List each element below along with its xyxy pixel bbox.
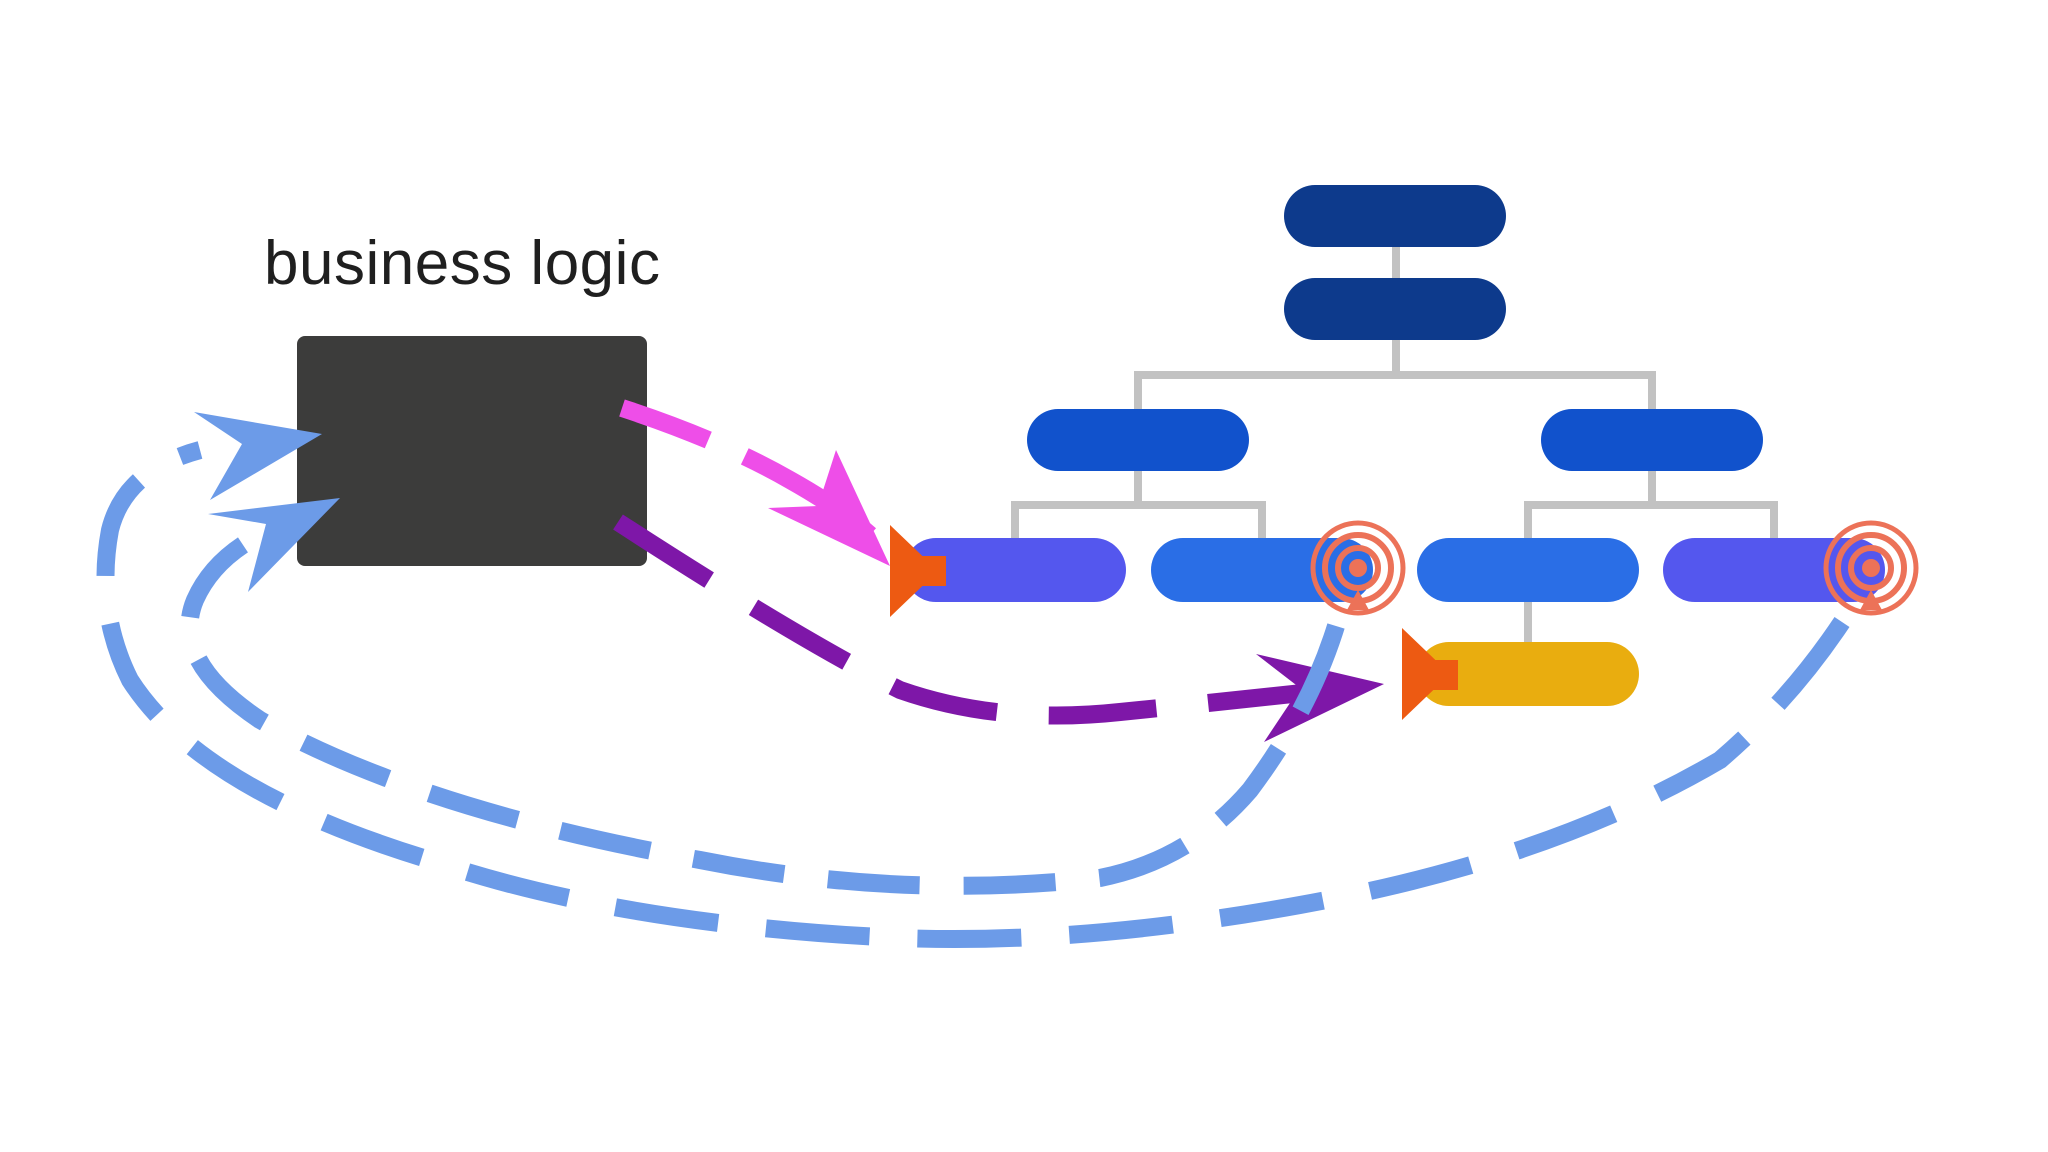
flow-blue-outer xyxy=(96,412,1850,949)
broadcast-antenna-icon xyxy=(1310,520,1406,616)
node-mid-left xyxy=(1027,409,1249,471)
speaker-icon xyxy=(1402,628,1458,720)
business-logic-label: business logic xyxy=(264,229,661,298)
node-leaf-3 xyxy=(1417,538,1639,602)
broadcast-antenna-icon xyxy=(1823,520,1919,616)
speaker-icon xyxy=(890,525,946,617)
flow-pink-arrowhead xyxy=(768,450,890,566)
business-logic-box xyxy=(297,336,647,566)
flow-blue-outer-arrowhead xyxy=(194,412,322,500)
node-root-second xyxy=(1284,278,1506,340)
flow-blue-inner xyxy=(180,498,1345,895)
node-root xyxy=(1284,185,1506,247)
node-mid-right xyxy=(1541,409,1763,471)
flow-pink xyxy=(619,399,890,566)
yellow-child-node xyxy=(1417,642,1639,706)
node-leaf-1 xyxy=(904,538,1126,602)
flow-purple-arrowhead xyxy=(1256,654,1384,742)
tree-nodes xyxy=(904,185,1885,706)
flow-purple xyxy=(613,514,1384,742)
flow-blue-inner-arrowhead xyxy=(208,498,340,592)
tree-connectors xyxy=(1011,241,1778,649)
